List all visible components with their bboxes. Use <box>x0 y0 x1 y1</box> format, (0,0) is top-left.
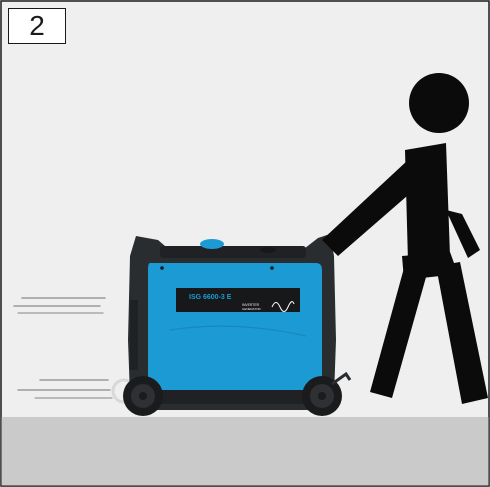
model-label: ISG 6600-3 E <box>189 294 232 301</box>
inverter-badge-sublabel: GENERATOR <box>242 307 262 311</box>
step-number-badge: 2 <box>8 8 66 44</box>
floor <box>2 417 489 486</box>
generator-body <box>148 263 322 392</box>
generator-illustration: ISG 6600-3 E INVERTER GENERATOR <box>113 234 350 416</box>
fuel-cap <box>200 239 224 249</box>
front-wheel-icon <box>123 376 163 416</box>
step-number: 2 <box>29 10 45 42</box>
